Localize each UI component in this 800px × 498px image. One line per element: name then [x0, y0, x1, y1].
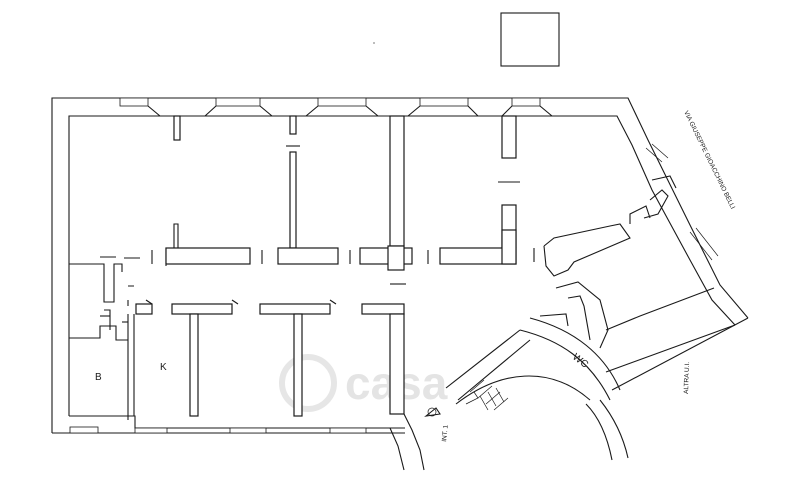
interior-walls: [69, 115, 535, 420]
east-wing-walls: [389, 175, 715, 471]
room-label-bath: B: [95, 372, 102, 383]
street-facade: [645, 143, 719, 261]
outer-walls: [51, 97, 749, 434]
south-windows: [69, 426, 367, 434]
dot-mark: [373, 42, 375, 44]
room-label-kitchen: K: [160, 362, 167, 373]
entrance-label: INT. 1: [441, 424, 450, 442]
entrance-arrow-icon: [424, 407, 441, 417]
outline-square: [500, 12, 560, 67]
other-unit-label: ALTRA U.I.: [683, 362, 691, 394]
street-label: VIA GIUSEPPE GIOACCHINO BELLI: [682, 110, 736, 211]
north-windows: [119, 97, 553, 117]
watermark: casa: [279, 354, 448, 412]
